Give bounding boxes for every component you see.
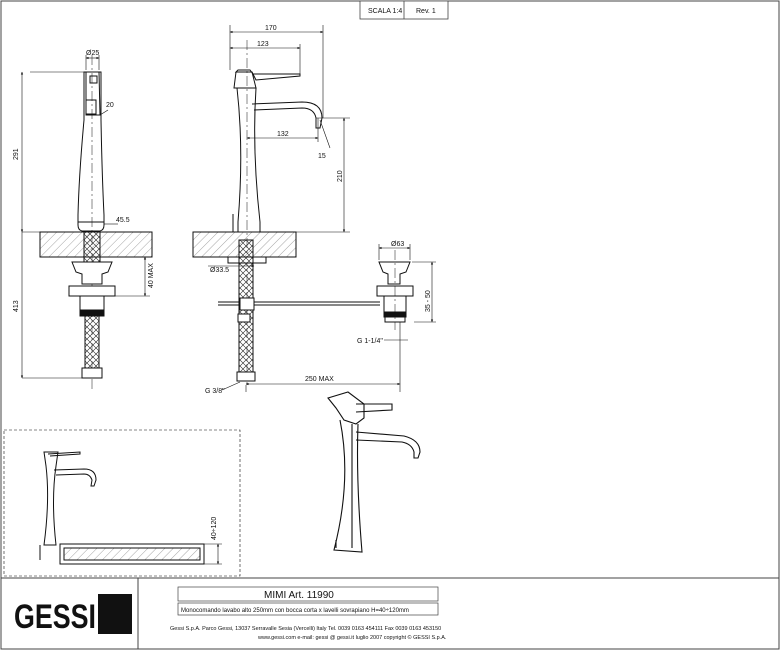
installation-detail-faucet (43, 451, 59, 546)
dim-40max: 40 MAX (148, 263, 155, 288)
front-view-body (77, 71, 105, 232)
front-view (39, 55, 153, 390)
side-view-spout (251, 101, 323, 129)
front-view-dimensions (20, 55, 150, 379)
installation-detail-frame (3, 429, 241, 577)
perspective-body (333, 419, 363, 553)
waste-detail (376, 250, 414, 330)
scale-revision-box: SCALA 1:4 Rev. 1 (359, 0, 449, 20)
company-contact: www.gessi.com e-mail: gessi @ gessi.it l… (257, 634, 447, 641)
dim-40-120: 40÷120 (211, 517, 218, 540)
dim-123: 123 (257, 41, 269, 48)
installation-detail (3, 429, 241, 577)
dim-413: 413 (13, 300, 20, 312)
product-name: MIMI Art. 11990 (264, 590, 334, 601)
dim-132: 132 (277, 131, 289, 138)
front-view-lever-slot (89, 75, 98, 84)
perspective-handle (327, 391, 365, 425)
scale-label: SCALA 1:4 (368, 8, 402, 15)
dim-170: 170 (265, 25, 277, 32)
side-view (192, 40, 380, 385)
company-address: Gessi S.p.A. Parco Gessi, 13037 Serraval… (170, 626, 441, 632)
revision-label: Rev. 1 (416, 8, 436, 15)
waste-detail-plug (378, 261, 411, 285)
gessi-logo: GESSI (14, 594, 132, 636)
dim-291: 291 (13, 148, 20, 160)
dim-250max: 250 MAX (305, 376, 334, 383)
dim-33-5: Ø33.5 (210, 267, 229, 274)
svg-text:GESSI: GESSI (14, 598, 96, 636)
perspective-spout (355, 431, 421, 459)
dim-g38: G 3/8" (205, 388, 225, 395)
dim-g1-1-4: G 1-1/4" (357, 338, 383, 345)
product-name-box (177, 586, 439, 602)
front-view-lever-knob (85, 99, 97, 115)
dim-63: Ø63 (391, 241, 404, 248)
dim-15: 15 (318, 153, 326, 160)
dim-20: 20 (106, 102, 114, 109)
dim-35-50: 35 - 50 (425, 290, 432, 312)
dim-45-5: 45.5 (116, 217, 130, 224)
title-block: MIMI Art. 11990 Monocomando lavabo alto … (1, 577, 779, 649)
dim-210: 210 (337, 170, 344, 182)
waste-detail-dimensions (378, 244, 436, 341)
front-view-lower-hose (84, 315, 100, 369)
product-description: Monocomando lavabo alto 250mm con bocca … (181, 608, 409, 614)
front-view-hose (83, 231, 101, 263)
dim-25: Ø25 (86, 50, 99, 57)
installation-detail-basin (59, 543, 205, 565)
side-view-lever (234, 69, 301, 81)
description-box (177, 602, 439, 616)
side-view-dimensions (208, 25, 401, 392)
front-view-waste (71, 261, 113, 285)
perspective-view (327, 391, 421, 553)
